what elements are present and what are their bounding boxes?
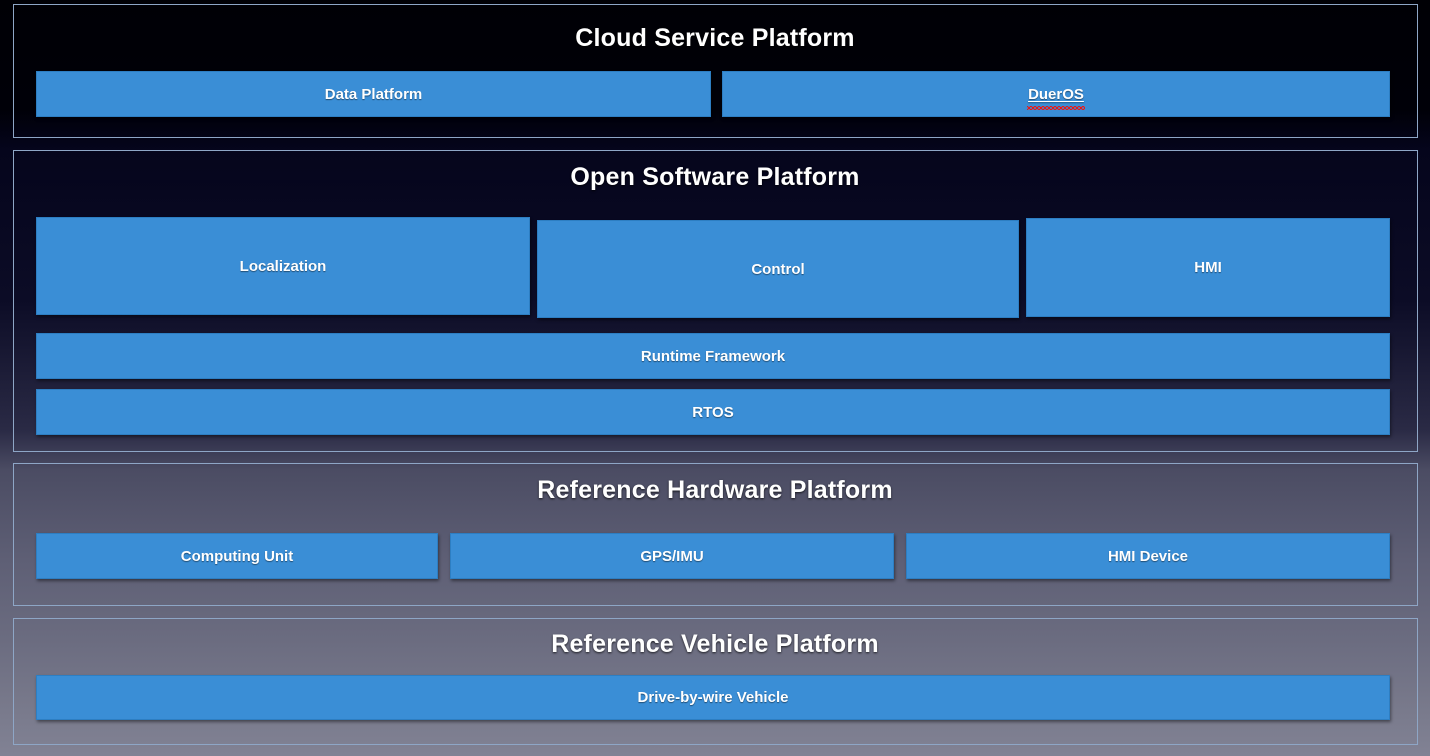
section-title-open-software-platform: Open Software Platform [570, 163, 860, 191]
panel-open-software-platform [13, 150, 1418, 452]
block-data-platform[interactable]: Data Platform [36, 71, 711, 117]
block-runtime-framework[interactable]: Runtime Framework [36, 333, 1390, 379]
block-label-runtime-framework: Runtime Framework [640, 347, 786, 365]
panel-reference-hardware-platform [13, 463, 1418, 606]
block-drive-by-wire-vehicle[interactable]: Drive-by-wire Vehicle [36, 675, 1390, 720]
block-rtos[interactable]: RTOS [36, 389, 1390, 435]
block-label-rtos: RTOS [692, 403, 734, 421]
block-hmi-device[interactable]: HMI Device [906, 533, 1390, 579]
block-label-hmi-device: HMI Device [1107, 547, 1189, 565]
block-label-localization: Localization [239, 257, 327, 275]
block-label-gps-imu: GPS/IMU [640, 547, 704, 565]
section-title-reference-vehicle-platform: Reference Vehicle Platform [551, 630, 879, 658]
block-localization[interactable]: Localization [36, 217, 530, 315]
block-dueros[interactable]: DuerOS [722, 71, 1390, 117]
block-label-computing-unit: Computing Unit [180, 547, 294, 565]
block-label-control: Control [751, 260, 805, 278]
section-title-reference-hardware-platform: Reference Hardware Platform [537, 476, 893, 504]
block-label-data-platform: Data Platform [324, 85, 423, 103]
block-control[interactable]: Control [537, 220, 1019, 318]
panel-cloud-service-platform [13, 4, 1418, 138]
block-gps-imu[interactable]: GPS/IMU [450, 533, 894, 579]
block-label-drive-by-wire-vehicle: Drive-by-wire Vehicle [637, 689, 789, 706]
section-title-cloud-service-platform: Cloud Service Platform [575, 24, 855, 52]
block-hmi[interactable]: HMI [1026, 218, 1390, 317]
block-label-hmi: HMI [1194, 259, 1222, 276]
block-label-dueros: DuerOS [1027, 85, 1085, 110]
block-computing-unit[interactable]: Computing Unit [36, 533, 438, 579]
panel-reference-vehicle-platform [13, 618, 1418, 745]
